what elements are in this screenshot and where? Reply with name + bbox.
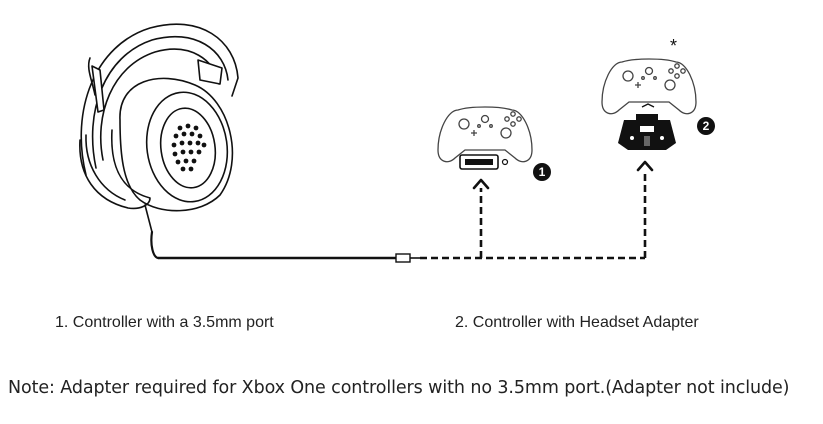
step-badge: 2 bbox=[697, 117, 715, 135]
audio-jack-port bbox=[459, 154, 509, 170]
headset-adapter-icon bbox=[618, 103, 676, 150]
arrow-up-icon bbox=[636, 160, 654, 172]
caption-controller-adapter: 2. Controller with Headset Adapter bbox=[455, 314, 699, 331]
connection-diagram bbox=[79, 23, 697, 263]
step-badge: 1 bbox=[533, 163, 551, 181]
arrow-up-icon bbox=[472, 178, 490, 190]
adapter-note: Note: Adapter required for Xbox One cont… bbox=[8, 378, 790, 398]
connection-dashed-lines bbox=[420, 170, 647, 260]
xbox-controller-icon bbox=[437, 106, 533, 163]
headset-illustration bbox=[79, 23, 239, 260]
audio-plug-icon bbox=[395, 253, 420, 263]
speaker-grille bbox=[171, 123, 207, 172]
asterisk-mark: * bbox=[670, 36, 678, 56]
caption-controller-3-5mm: 1. Controller with a 3.5mm port bbox=[55, 314, 274, 331]
xbox-controller-icon bbox=[601, 58, 697, 115]
